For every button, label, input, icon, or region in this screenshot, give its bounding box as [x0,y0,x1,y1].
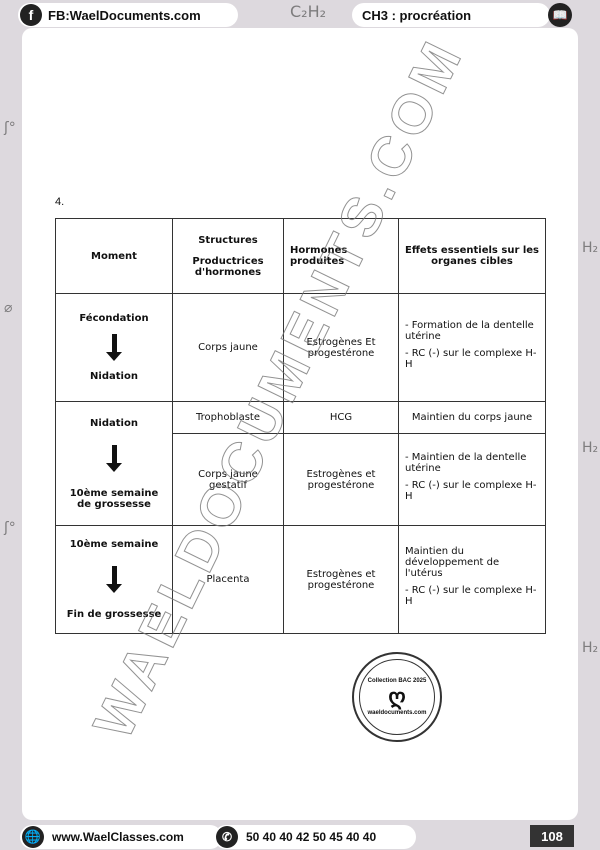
header-moment: Moment [55,218,173,294]
structure-cell: Corps jaune [172,293,284,402]
table-row: Fécondation Nidation Corps jaune Estrogè… [55,293,546,402]
doodle-decoration: H₂ [582,240,599,256]
table-header-row: Moment Structures Productrices d'hormone… [55,218,546,294]
stamp-top-text: Collection BAC 2025 [367,678,427,684]
page-number: 108 [530,825,574,847]
question-number: 4. [55,196,65,208]
hormones-cell: Estrogènes et progestérone [283,433,399,526]
hormones-table: Moment Structures Productrices d'hormone… [55,218,546,634]
website-badge[interactable]: 🌐 www.WaelClasses.com [20,825,222,849]
website-link[interactable]: www.WaelClasses.com [52,830,184,844]
doodle-decoration: H₂ [582,440,599,456]
chapter-label: CH3 : procréation [362,7,472,23]
header-effets: Effets essentiels sur les organes cibles [398,218,546,294]
arrow-down-icon [62,334,166,361]
book-icon: 📖 [548,3,572,27]
effects-cell: Maintien du corps jaune [398,401,546,434]
effects-cell: - Formation de la dentelle utérine - RC … [398,293,546,402]
table-row: 10ème semaine Fin de grossesse Placenta … [55,525,546,634]
arrow-down-icon [62,444,166,472]
hormones-cell: Estrogènes Et progestérone [283,293,399,402]
moment-cell: Fécondation Nidation [55,293,173,402]
facebook-badge[interactable]: f FB:WaelDocuments.com [18,3,238,27]
structure-cell: Placenta [172,525,284,634]
doodle-decoration: ʃ° [4,120,16,136]
phone-icon: ✆ [216,826,238,848]
phone-badge[interactable]: ✆ 50 40 40 42 50 45 40 40 [214,825,416,849]
hormones-cell: HCG [283,401,399,434]
doodle-decoration: ⌀ [4,300,13,316]
doodle-decoration: H₂ [582,640,599,656]
header-structures: Structures Productrices d'hormones [172,218,284,294]
phone-numbers: 50 40 40 42 50 45 40 40 [246,830,377,844]
arrow-down-icon [62,566,166,593]
hormones-cell: Estrogènes et progestérone [283,525,399,634]
collection-stamp: Collection BAC 2025 ღ waeldocuments.com [352,652,442,742]
moment-cell: Nidation 10ème semaine de grossesse [55,401,173,526]
doodle-formula: C₂H₂ [290,2,327,21]
moment-cell: 10ème semaine Fin de grossesse [55,525,173,634]
facebook-icon: f [20,4,42,26]
facebook-label: FB:WaelDocuments.com [48,7,201,23]
chapter-badge: CH3 : procréation [352,3,550,27]
stethoscope-icon: ღ [388,684,406,709]
stamp-bottom-text: waeldocuments.com [367,710,427,716]
effects-cell: Maintien du développement de l'utérus - … [398,525,546,634]
effects-cell: - Maintien de la dentelle utérine - RC (… [398,433,546,526]
globe-icon: 🌐 [22,826,44,848]
doodle-decoration: ʃ° [4,520,16,536]
table-row: Corps jaune gestatif Estrogènes et proge… [56,433,546,526]
